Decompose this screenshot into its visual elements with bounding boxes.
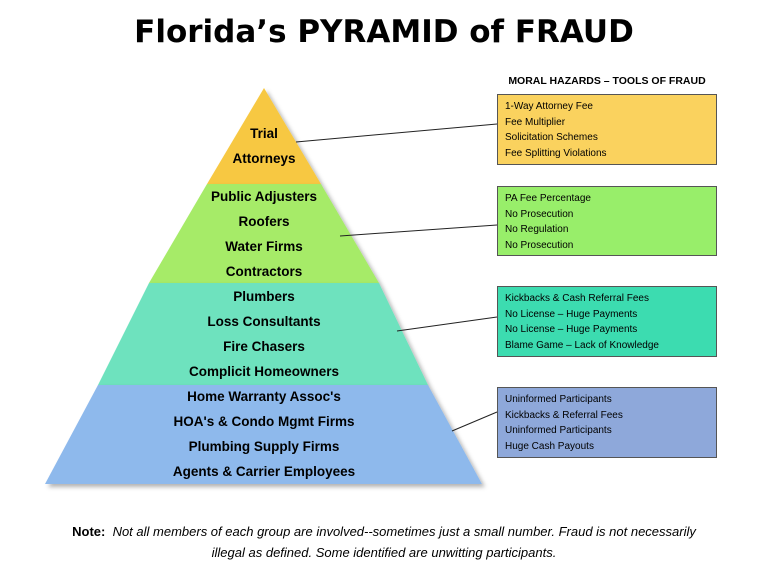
tier-label: Trial xyxy=(250,126,278,141)
hazard-item: Solicitation Schemes xyxy=(505,132,598,143)
tier-label: Contractors xyxy=(225,264,303,279)
hazard-box-4: Uninformed Participants Kickbacks & Refe… xyxy=(497,387,717,458)
connector-line-4 xyxy=(451,411,498,432)
note-label: Note: xyxy=(72,524,106,539)
tier-2-labels: Public Adjusters Roofers Water Firms Con… xyxy=(134,184,394,284)
tier-label: Plumbing Supply Firms xyxy=(188,439,340,454)
hazard-item: Kickbacks & Cash Referral Fees xyxy=(505,293,649,304)
hazard-item: No Prosecution xyxy=(505,208,574,220)
hazard-item: No Regulation xyxy=(505,224,569,235)
hazard-item: Uninformed Participants xyxy=(505,394,612,405)
connector-line-2 xyxy=(339,224,498,237)
hazard-item: Fee Multiplier xyxy=(505,116,566,128)
tier-label: Loss Consultants xyxy=(207,314,321,329)
tier-label: HOA's & Condo Mgmt Firms xyxy=(173,414,355,429)
tier-label: Roofers xyxy=(238,214,290,229)
tier-4-labels: Home Warranty Assoc's HOA's & Condo Mgmt… xyxy=(104,384,424,484)
note-line-2: illegal as defined. Some identified are … xyxy=(211,545,557,560)
hazard-box-1: 1-Way Attorney Fee Fee Multiplier Solici… xyxy=(497,94,717,165)
hazard-item: Blame Game – Lack of Knowledge xyxy=(505,339,659,351)
tier-2-shape xyxy=(149,184,379,283)
hazard-item: Fee Splitting Violations xyxy=(505,147,607,159)
hazards-header: MORAL HAZARDS – TOOLS OF FRAUD xyxy=(508,75,706,87)
tier-label: Attorneys xyxy=(232,151,296,166)
tier-label: Water Firms xyxy=(225,239,303,254)
hazard-item: Kickbacks & Referral Fees xyxy=(505,409,623,421)
hazard-item: Huge Cash Payouts xyxy=(505,440,594,452)
tier-1-labels: Trial Attorneys xyxy=(164,121,364,171)
page-title: Florida’s PYRAMID of FRAUD xyxy=(134,14,634,50)
tier-label: Public Adjusters xyxy=(210,189,318,204)
tier-label: Plumbers xyxy=(233,289,295,304)
footnote: Note: Not all members of each group are … xyxy=(0,521,768,563)
connector-line-1 xyxy=(295,123,498,143)
tier-label: Home Warranty Assoc's xyxy=(187,389,341,404)
tier-3-shape xyxy=(98,283,428,385)
hazard-item: 1-Way Attorney Fee xyxy=(505,101,593,112)
hazard-item: No Prosecution xyxy=(505,239,574,251)
tier-label: Complicit Homeowners xyxy=(188,364,340,379)
tier-3-labels: Plumbers Loss Consultants Fire Chasers C… xyxy=(114,284,414,384)
hazard-box-2: PA Fee Percentage No Prosecution No Regu… xyxy=(497,186,717,256)
tier-label: Agents & Carrier Employees xyxy=(172,464,356,479)
hazard-item: No License – Huge Payments xyxy=(505,324,638,335)
hazard-item: PA Fee Percentage xyxy=(505,193,591,204)
hazard-item: No License – Huge Payments xyxy=(505,308,638,320)
tier-4-shape xyxy=(45,385,482,484)
hazard-item: Uninformed Participants xyxy=(505,425,612,436)
tier-label: Fire Chasers xyxy=(223,339,305,354)
note-line-1: Not all members of each group are involv… xyxy=(112,524,696,539)
tier-1-shape xyxy=(207,88,321,184)
hazard-box-3: Kickbacks & Cash Referral Fees No Licens… xyxy=(497,286,717,357)
connector-line-3 xyxy=(396,316,498,332)
